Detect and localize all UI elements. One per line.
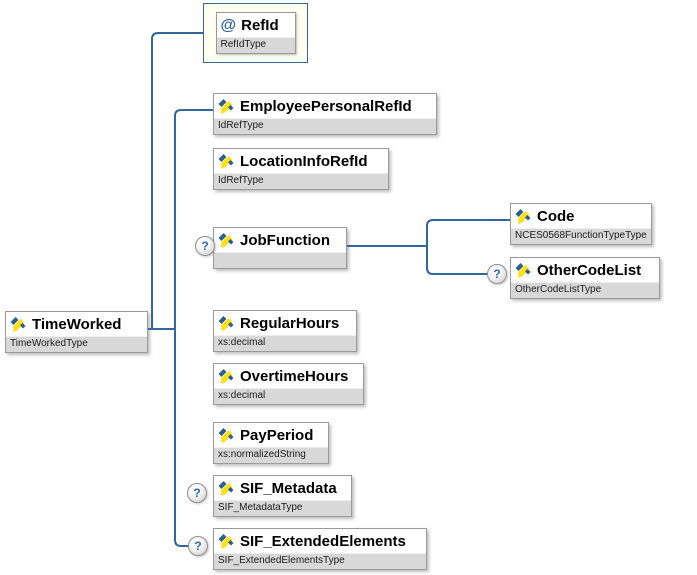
- node-sif-extendedelements[interactable]: SIF_ExtendedElements SIF_ExtendedElement…: [213, 528, 427, 570]
- node-name: RegularHours: [240, 314, 340, 332]
- element-icon: [218, 427, 235, 443]
- node-type: TimeWorkedType: [6, 336, 147, 352]
- node-employeepersonalrefid[interactable]: EmployeePersonalRefId IdRefType: [213, 93, 437, 135]
- node-name: EmployeePersonalRefId: [240, 97, 412, 115]
- node-name: OvertimeHours: [240, 367, 349, 385]
- node-header: Code: [511, 204, 651, 228]
- node-timeworked[interactable]: TimeWorked TimeWorkedType: [5, 311, 148, 353]
- node-name: RefId: [241, 16, 279, 34]
- node-name: SIF_Metadata: [240, 479, 337, 497]
- element-icon: [218, 368, 235, 384]
- node-header: OtherCodeList: [511, 258, 659, 282]
- node-name: SIF_ExtendedElements: [240, 532, 406, 550]
- element-icon: [218, 315, 235, 331]
- node-header: SIF_Metadata: [214, 476, 351, 500]
- node-code[interactable]: Code NCES0568FunctionTypeType: [510, 203, 652, 245]
- optional-indicator-jobfunction: ?: [195, 236, 215, 256]
- node-name: PayPeriod: [240, 426, 314, 444]
- node-payperiod[interactable]: PayPeriod xs:normalizedString: [213, 422, 329, 464]
- element-icon: [218, 480, 235, 496]
- node-overtimehours[interactable]: OvertimeHours xs:decimal: [213, 363, 364, 405]
- node-header: LocationInfoRefId: [214, 149, 388, 173]
- node-refid-selection: @ RefId RefIdType: [203, 3, 308, 63]
- node-header: RegularHours: [214, 311, 356, 335]
- element-icon: [218, 98, 235, 114]
- node-othercodelist[interactable]: OtherCodeList OtherCodeListType: [510, 257, 660, 299]
- node-type: NCES0568FunctionTypeType: [511, 228, 651, 244]
- node-sif-metadata[interactable]: SIF_Metadata SIF_MetadataType: [213, 475, 352, 517]
- optional-indicator-othercodelist: ?: [487, 264, 507, 284]
- node-type: [214, 252, 346, 268]
- node-type: OtherCodeListType: [511, 282, 659, 298]
- element-icon: [218, 533, 235, 549]
- node-name: JobFunction: [240, 231, 330, 249]
- node-type: SIF_ExtendedElementsType: [214, 553, 426, 569]
- element-icon: [515, 262, 532, 278]
- node-name: LocationInfoRefId: [240, 152, 368, 170]
- node-locationinforefid[interactable]: LocationInfoRefId IdRefType: [213, 148, 389, 190]
- node-jobfunction[interactable]: JobFunction: [213, 227, 347, 269]
- node-type: IdRefType: [214, 173, 388, 189]
- node-type: xs:normalizedString: [214, 447, 328, 463]
- node-type: RefIdType: [216, 37, 295, 53]
- node-refid-header: @ RefId: [216, 13, 295, 37]
- node-name: TimeWorked: [32, 315, 122, 333]
- element-icon: [218, 153, 235, 169]
- node-header: SIF_ExtendedElements: [214, 529, 426, 553]
- optional-indicator-sif-metadata: ?: [187, 483, 207, 503]
- node-type: IdRefType: [214, 118, 436, 134]
- element-icon: [515, 208, 532, 224]
- node-regularhours[interactable]: RegularHours xs:decimal: [213, 310, 357, 352]
- node-type: xs:decimal: [214, 335, 356, 351]
- node-header: EmployeePersonalRefId: [214, 94, 436, 118]
- optional-indicator-sif-extendedelements: ?: [188, 536, 208, 556]
- node-header: JobFunction: [214, 228, 346, 252]
- element-icon: [218, 232, 235, 248]
- node-name: OtherCodeList: [537, 261, 642, 279]
- node-timeworked-header: TimeWorked: [6, 312, 147, 336]
- node-header: PayPeriod: [214, 423, 328, 447]
- node-refid[interactable]: @ RefId RefIdType: [215, 12, 296, 54]
- element-icon: [10, 316, 27, 332]
- attribute-icon: @: [220, 16, 237, 34]
- node-name: Code: [537, 207, 575, 225]
- node-type: xs:decimal: [214, 388, 363, 404]
- node-header: OvertimeHours: [214, 364, 363, 388]
- node-type: SIF_MetadataType: [214, 500, 351, 516]
